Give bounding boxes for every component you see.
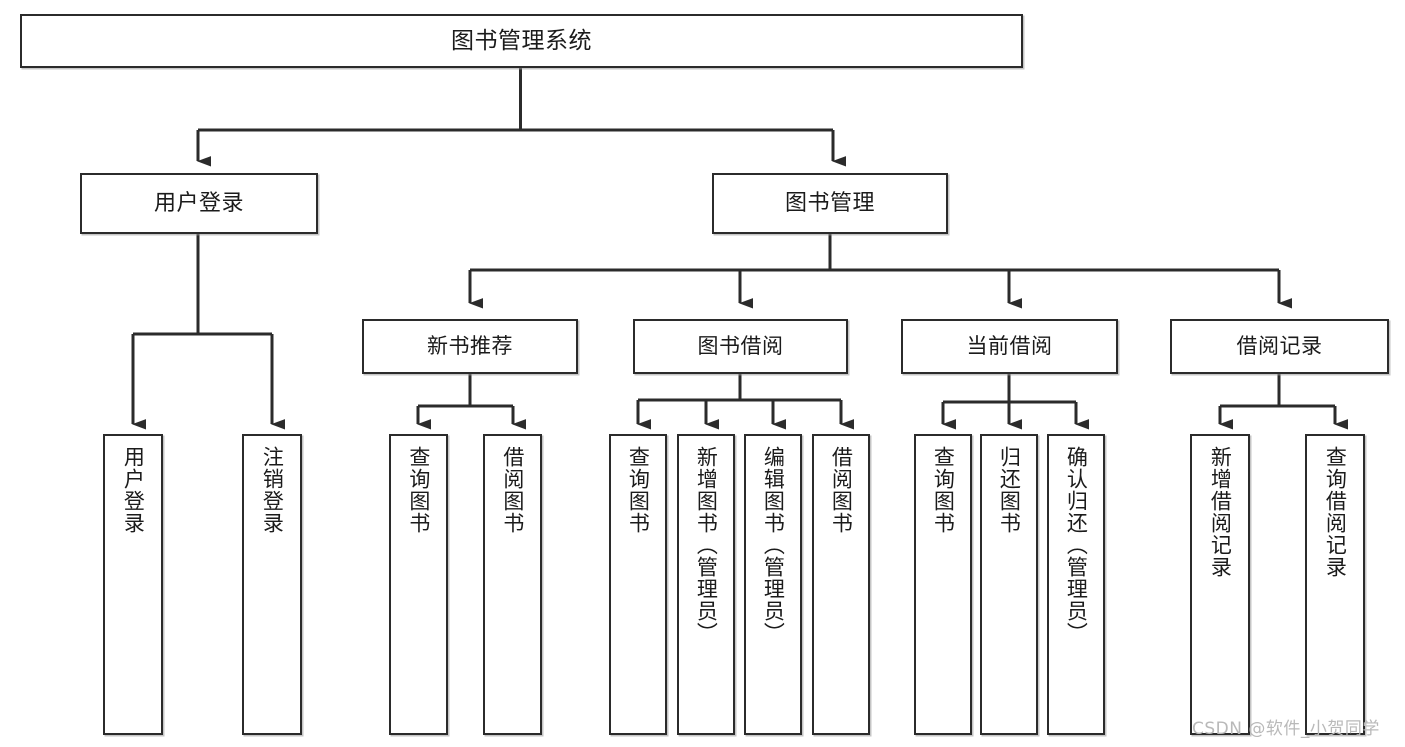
node-label: 借阅图书 bbox=[829, 446, 854, 534]
leaf-book-borrow-query-book[interactable]: 查询图书 bbox=[609, 434, 667, 735]
leaf-user-login-login[interactable]: 用户登录 bbox=[103, 434, 163, 735]
node-label: 图书管理系统 bbox=[451, 27, 592, 54]
node-label: 确认归还（管理员） bbox=[1064, 446, 1089, 644]
node-label: 用户登录 bbox=[153, 190, 244, 216]
node-label: 用户登录 bbox=[121, 446, 146, 534]
node-label: 归还图书 bbox=[997, 446, 1022, 534]
node-label: 新书推荐 bbox=[427, 334, 513, 359]
node-book-management[interactable]: 图书管理 bbox=[712, 173, 948, 234]
node-label: 图书借阅 bbox=[697, 334, 784, 359]
leaf-borrow-record-query-record[interactable]: 查询借阅记录 bbox=[1305, 434, 1365, 735]
node-label: 注销登录 bbox=[260, 446, 285, 534]
leaf-book-borrow-borrow-book[interactable]: 借阅图书 bbox=[812, 434, 870, 735]
node-current-borrow[interactable]: 当前借阅 bbox=[901, 319, 1118, 374]
leaf-new-book-borrow-book[interactable]: 借阅图书 bbox=[483, 434, 542, 735]
node-label: 新增图书（管理员） bbox=[694, 446, 719, 644]
leaf-current-borrow-confirm-return-admin[interactable]: 确认归还（管理员） bbox=[1047, 434, 1105, 735]
node-label: 查询借阅记录 bbox=[1323, 446, 1348, 578]
node-new-book-recommend[interactable]: 新书推荐 bbox=[362, 319, 578, 374]
node-label: 查询图书 bbox=[406, 446, 431, 534]
node-label: 查询图书 bbox=[931, 446, 956, 534]
leaf-new-book-query-book[interactable]: 查询图书 bbox=[389, 434, 448, 735]
leaf-book-borrow-add-book-admin[interactable]: 新增图书（管理员） bbox=[677, 434, 735, 735]
leaf-current-borrow-return-book[interactable]: 归还图书 bbox=[980, 434, 1038, 735]
node-label: 编辑图书（管理员） bbox=[761, 446, 786, 644]
leaf-borrow-record-add-record[interactable]: 新增借阅记录 bbox=[1190, 434, 1250, 735]
leaf-current-borrow-query-book[interactable]: 查询图书 bbox=[914, 434, 972, 735]
node-borrow-record[interactable]: 借阅记录 bbox=[1170, 319, 1389, 374]
node-label: 图书管理 bbox=[784, 190, 875, 216]
node-root-book-management-system[interactable]: 图书管理系统 bbox=[20, 14, 1023, 68]
node-label: 借阅记录 bbox=[1236, 334, 1323, 359]
node-user-login[interactable]: 用户登录 bbox=[80, 173, 318, 234]
node-label: 当前借阅 bbox=[966, 334, 1053, 359]
node-label: 新增借阅记录 bbox=[1208, 446, 1233, 578]
node-book-borrow[interactable]: 图书借阅 bbox=[633, 319, 848, 374]
node-label: 查询图书 bbox=[626, 446, 651, 534]
node-label: 借阅图书 bbox=[500, 446, 525, 534]
leaf-user-login-logout[interactable]: 注销登录 bbox=[242, 434, 302, 735]
leaf-book-borrow-edit-book-admin[interactable]: 编辑图书（管理员） bbox=[744, 434, 802, 735]
